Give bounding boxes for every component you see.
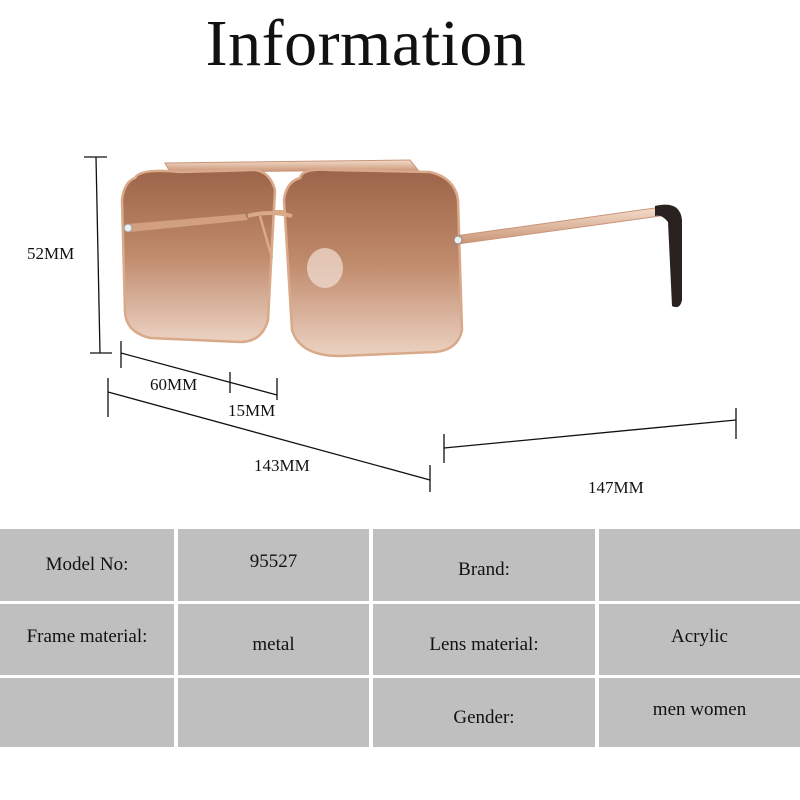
spec-table: Model No: 95527 Brand: Frame material: m…: [0, 529, 800, 747]
page-title: Information: [205, 7, 527, 80]
spec-value-frame-material: metal: [178, 604, 369, 675]
spec-label-model: Model No:: [0, 529, 174, 601]
spec-value-lens-material: Acrylic: [599, 604, 800, 675]
lens-width-label: 60MM: [150, 375, 198, 394]
spec-label-frame-material: Frame material:: [0, 604, 174, 675]
left-lens-icon: [120, 168, 277, 344]
bridge-width-label: 15MM: [228, 401, 276, 420]
frame-width-label: 143MM: [254, 456, 310, 475]
spec-label-brand: Brand:: [373, 529, 595, 601]
temple-tip-icon: [655, 204, 682, 308]
spec-value-brand: [599, 529, 800, 601]
spec-value-gender: men women: [599, 678, 800, 747]
temple-length-label: 147MM: [588, 478, 644, 497]
spec-label-lens-material: Lens material:: [373, 604, 595, 675]
spec-value-model: 95527: [178, 529, 369, 601]
spec-empty-value: [178, 678, 369, 747]
sunglasses-dimension-diagram: [84, 156, 737, 492]
spec-label-gender: Gender:: [373, 678, 595, 747]
lens-height-label: 52MM: [27, 244, 75, 263]
spec-empty-label: [0, 678, 174, 747]
right-lens-icon: [282, 168, 464, 358]
